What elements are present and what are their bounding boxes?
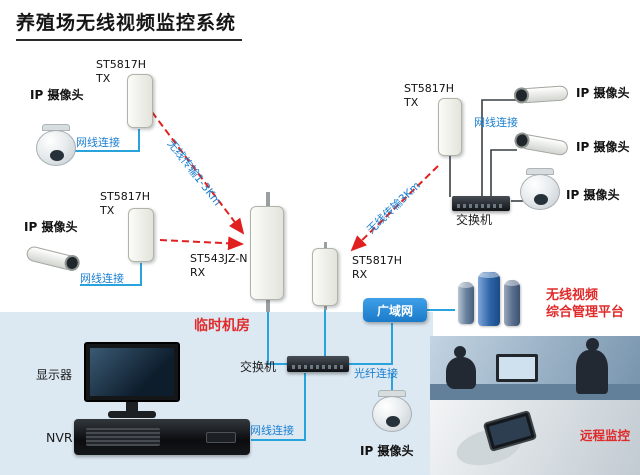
monitor-base (108, 411, 156, 418)
label-remote-monitoring: 远程监控 (579, 428, 630, 443)
bullet-camera-right-1 (513, 82, 570, 108)
camera-lens-icon (534, 194, 548, 205)
device-model: ST5817H (96, 58, 146, 71)
device-role: TX (96, 71, 111, 85)
label-switch-right: 交换机 (456, 213, 493, 227)
label-lan-link-1: 网线连接 (76, 136, 120, 149)
dome-camera-bottom (372, 390, 412, 432)
line-right-cam2-to-switch (490, 149, 517, 197)
label-ip-camera-3: IP 摄像头 (576, 86, 630, 100)
label-ip-camera-2: IP 摄像头 (24, 220, 78, 234)
photo-handheld: 远程监控 (430, 400, 640, 475)
label-ip-camera-1: IP 摄像头 (30, 88, 84, 102)
person-standing-silhouette (576, 350, 608, 394)
device-model: ST543JZ-N (190, 252, 248, 265)
label-tx-mid-left: ST5817H TX (100, 190, 150, 218)
wan-cloud-box: 广域网 (363, 298, 427, 322)
photo-operators (430, 336, 640, 400)
management-platform-servers (452, 266, 548, 328)
device-model: ST5817H (100, 190, 150, 203)
device-role: RX (190, 265, 206, 279)
device-model: ST5817H (352, 254, 402, 267)
dome-camera-top-left (36, 124, 76, 166)
photo-monitor (496, 354, 538, 382)
camera-body (520, 174, 560, 210)
wireless-bridge-tx-top-left (127, 74, 153, 128)
server-cylinder-icon (478, 272, 500, 326)
monitor-screen (90, 348, 174, 396)
label-ip-camera-6: IP 摄像头 (360, 444, 414, 458)
camera-body (522, 85, 569, 104)
label-lan-link-4: 网线连接 (250, 424, 294, 437)
monitor-frame (84, 342, 180, 402)
wireless-bridge-rx-center (250, 206, 284, 300)
wireless-bridge-tx-mid-left (128, 208, 154, 262)
label-switch-center: 交换机 (240, 360, 277, 374)
monitor-display (84, 342, 180, 418)
label-temp-room: 临时机房 (194, 318, 250, 334)
wireless-arrow-right (350, 165, 439, 252)
server-cylinder-icon (458, 282, 474, 324)
label-ip-camera-5: IP 摄像头 (566, 188, 620, 202)
phone-icon (482, 409, 538, 453)
camera-body (36, 130, 76, 166)
photo-monitor-screen (499, 357, 535, 379)
nvr-device (74, 419, 250, 455)
server-cylinder-icon (504, 280, 520, 326)
label-rx-right: ST5817H RX (352, 254, 402, 282)
device-role: RX (352, 267, 368, 281)
label-monitor: 显示器 (36, 368, 73, 382)
label-tx-top-left: ST5817H TX (96, 58, 146, 86)
label-ip-camera-4: IP 摄像头 (576, 140, 630, 154)
label-tx-right: ST5817H TX (404, 82, 454, 110)
person-sitting-silhouette (446, 357, 476, 389)
person-head-icon (454, 346, 466, 358)
wireless-bridge-tx-right (438, 98, 462, 156)
page-title: 养殖场无线视频监控系统 (16, 8, 243, 41)
device-model: ST5817H (404, 82, 454, 95)
dome-camera-right (520, 168, 560, 210)
wireless-arrow-topleft (151, 111, 245, 235)
label-platform-line2: 综合管理平台 (546, 305, 625, 320)
label-platform-line1: 无线视频 (546, 288, 599, 303)
line-rx-center-to-switch (267, 310, 287, 365)
lan-line-switch-to-nvr (251, 373, 306, 441)
person-head-icon (586, 338, 599, 351)
phone-screen (488, 416, 532, 446)
monitor-stand (126, 402, 138, 411)
camera-lens-icon (386, 416, 400, 427)
lan-line-topleft-camera (74, 129, 140, 152)
switch-center (287, 356, 349, 372)
switch-right (452, 196, 510, 211)
wireless-arrow-midleft (159, 236, 244, 251)
lan-line-midleft-camera (80, 263, 142, 286)
device-role: TX (100, 203, 115, 217)
label-nvr: NVR (46, 430, 73, 445)
label-lan-link-3: 网线连接 (474, 116, 518, 129)
label-rx-center: ST543JZ-N RX (190, 252, 247, 280)
camera-lens-icon (50, 150, 64, 161)
fiber-line-switch-to-wan (349, 323, 393, 365)
wireless-bridge-rx-right (312, 248, 338, 306)
label-fiber-link: 光纤连接 (354, 367, 398, 380)
line-right-cam1-to-switch (481, 99, 517, 197)
label-lan-link-2: 网线连接 (80, 272, 124, 285)
device-role: TX (404, 95, 419, 109)
camera-body (372, 396, 412, 432)
remote-monitoring-photo: 远程监控 (430, 336, 640, 475)
